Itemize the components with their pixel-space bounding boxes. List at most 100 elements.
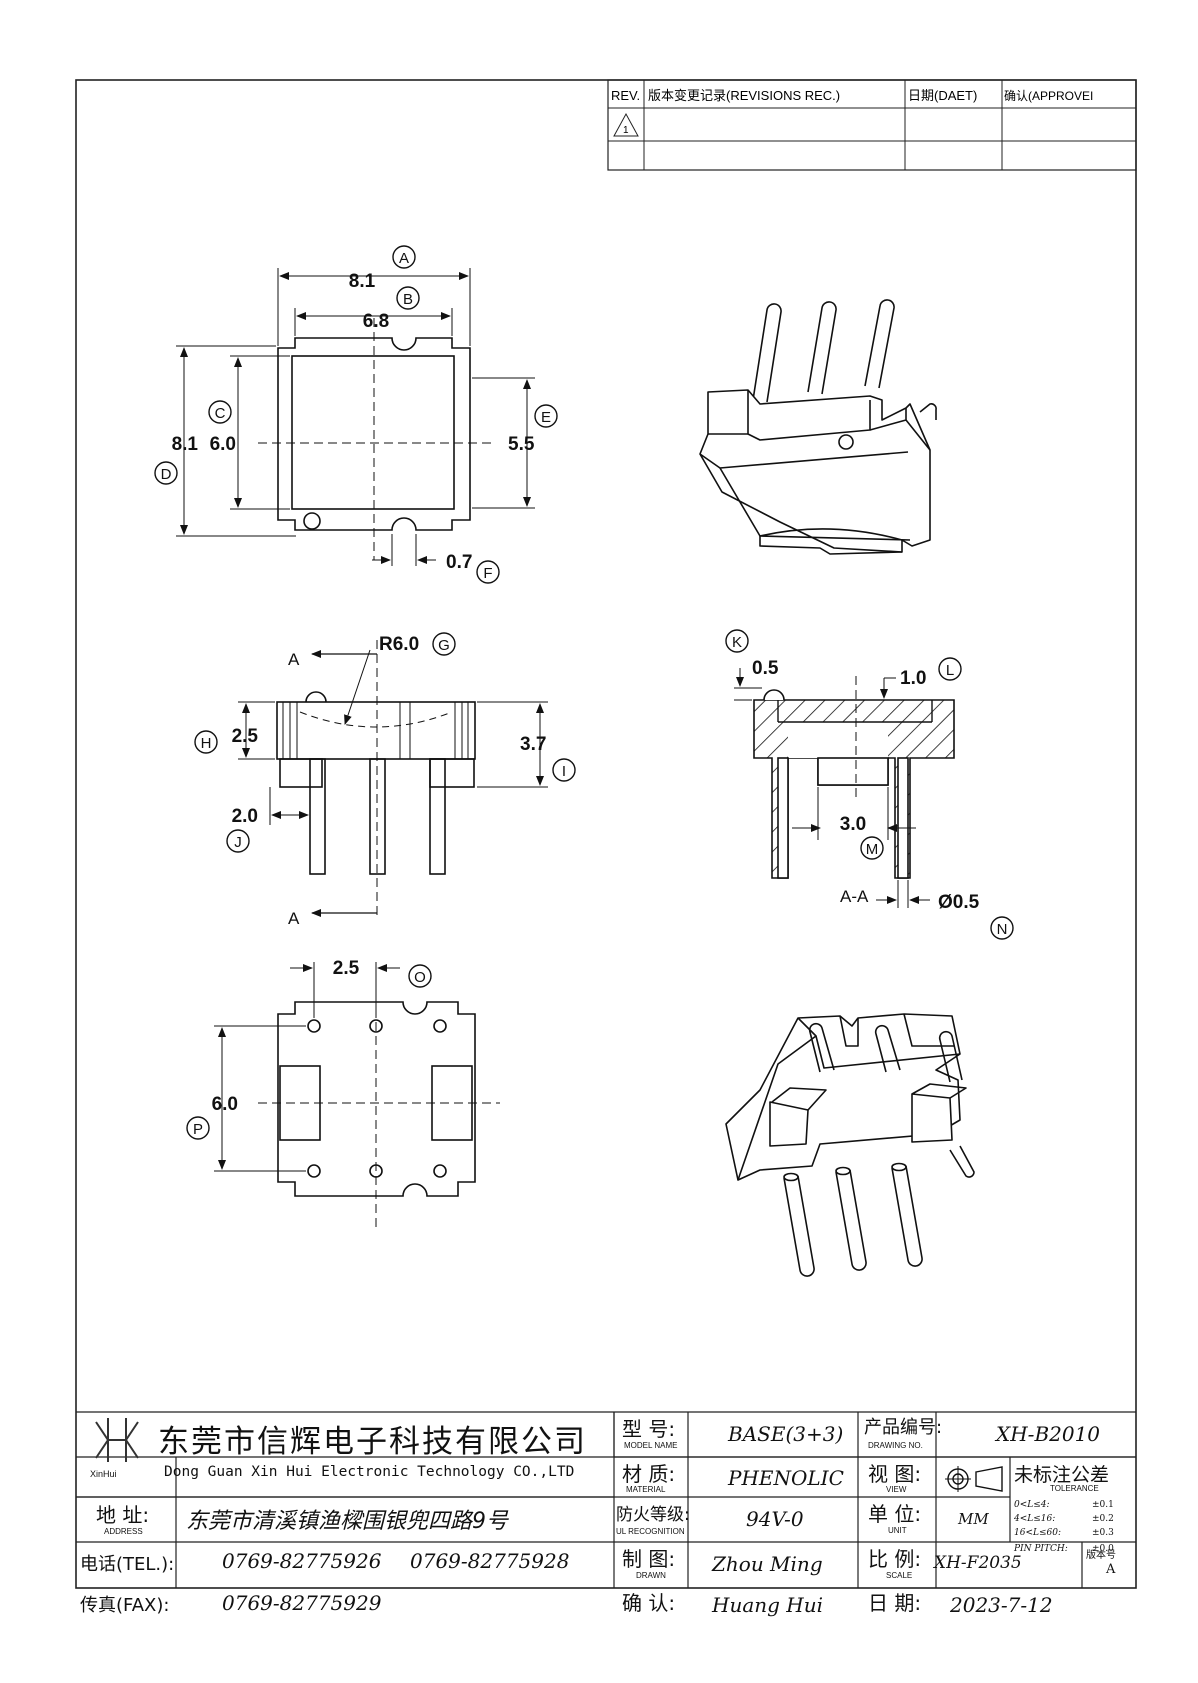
callout-i: I <box>552 758 576 782</box>
dim-b-value: 6.8 <box>363 311 389 332</box>
section-marker-top: A <box>288 650 300 669</box>
dim-f-value: 0.7 <box>446 552 472 573</box>
rev-symbol: 1 <box>623 125 629 136</box>
front-view <box>238 640 548 920</box>
tol-row-2-value: ±0.2 <box>1092 1514 1114 1524</box>
unit-value: MM <box>958 1510 989 1528</box>
callouts: A B C D E F G H I J K L M N O P <box>154 245 1014 1140</box>
tol-row-2: 4<L≤16: <box>1014 1514 1056 1524</box>
address-value: 东莞市清溪镇渔樑围银兜四路9号 <box>186 1509 508 1534</box>
drawing-no-label-en: DRAWING NO. <box>868 1441 923 1450</box>
section-label: A-A <box>840 887 869 906</box>
svg-text:L: L <box>946 662 954 679</box>
svg-text:E: E <box>541 409 551 426</box>
fax-label-row: 传真(FAX): <box>80 1595 170 1616</box>
svg-text:A: A <box>399 250 409 267</box>
sheet-border <box>75 79 1137 1589</box>
model-label-en: MODEL NAME <box>624 1441 678 1450</box>
top-view-labels: 8.1 6.8 6.0 8.1 5.5 0.7 <box>172 271 535 573</box>
tel-2: 0769-82775928 <box>410 1549 570 1573</box>
tol-row-1-value: ±0.1 <box>1092 1500 1114 1510</box>
callout-n: N <box>990 916 1014 940</box>
view-label-en: VIEW <box>886 1485 907 1494</box>
front-view-labels: R6.0 2.5 3.7 2.0 A A <box>232 634 547 928</box>
dim-g-value: R6.0 <box>379 634 419 655</box>
fax-value-row: 0769-82775929 <box>222 1591 382 1615</box>
dim-p-value: 6.0 <box>212 1094 238 1115</box>
callout-o: O <box>408 964 432 988</box>
address-label-en: ADDRESS <box>104 1527 143 1536</box>
callout-p: P <box>186 1116 210 1140</box>
tel-1: 0769-82775926 <box>222 1549 382 1573</box>
svg-text:D: D <box>161 466 172 483</box>
fire-rating-label-en: UL RECOGNITION <box>616 1527 685 1536</box>
section-view <box>734 668 955 908</box>
drawing-no-value: XH-B2010 <box>996 1422 1101 1446</box>
svg-text:C: C <box>215 405 226 422</box>
callout-a: A <box>392 245 416 269</box>
callout-l: L <box>938 657 962 681</box>
company-logo-icon <box>95 1418 139 1462</box>
rev-col-label: REV. <box>611 88 640 103</box>
iso-view-top <box>699 299 937 555</box>
tol-row-4-visible: PIN PITCH: <box>1014 1544 1068 1554</box>
dim-n-value: Ø0.5 <box>938 892 980 913</box>
dim-j-value: 2.0 <box>232 806 258 827</box>
tol-row-1: 0<L≤4: <box>1014 1500 1050 1510</box>
unit-label-en: UNIT <box>888 1526 907 1535</box>
dim-l-value: 1.0 <box>900 668 926 689</box>
scale-label-en: SCALE <box>886 1571 913 1580</box>
material-label-en: MATERIAL <box>626 1485 666 1494</box>
title-block-grid <box>76 1411 1136 1588</box>
revision-table: REV. 版本变更记录(REVISIONS REC.) 日期(DAET) 确认(… <box>607 79 1137 171</box>
model-label: 型 号: <box>622 1417 676 1441</box>
callout-f: F <box>476 560 500 584</box>
dim-i-value: 3.7 <box>520 734 546 755</box>
check-label-row: 确 认: <box>622 1591 676 1615</box>
fire-rating-value: 94V-0 <box>746 1507 804 1531</box>
svg-text:J: J <box>234 834 242 851</box>
dim-a-value: 8.1 <box>349 271 376 292</box>
revisions-col-label: 版本变更记录(REVISIONS REC.) <box>648 88 840 103</box>
dim-o-value: 2.5 <box>333 958 360 979</box>
dim-m-value: 3.0 <box>840 814 866 835</box>
tol-row-3: 16<L≤60: <box>1014 1528 1061 1538</box>
scale-label: 比 例: <box>868 1547 922 1571</box>
model-value: BASE(3+3) <box>728 1422 844 1446</box>
callout-c: C <box>208 400 232 424</box>
dim-d-value: 8.1 <box>172 434 199 455</box>
svg-text:N: N <box>997 921 1008 938</box>
tel-label: 电话(TEL.): <box>80 1554 175 1575</box>
callout-h: H <box>194 730 218 754</box>
svg-text:P: P <box>193 1121 203 1138</box>
top-view <box>176 268 535 566</box>
svg-text:M: M <box>866 841 879 858</box>
section-marker-bottom: A <box>288 909 300 928</box>
callout-e: E <box>534 404 558 428</box>
date-value-row: 2023-7-12 <box>950 1593 1053 1617</box>
drawn-label-en: DRAWN <box>636 1571 666 1580</box>
iso-view-bottom <box>725 1013 975 1277</box>
callout-d: D <box>154 461 178 485</box>
section-view-labels: 0.5 1.0 3.0 Ø0.5 A-A <box>752 658 980 913</box>
drawn-value: Zhou Ming <box>712 1552 823 1576</box>
tol-row-4-label: PIN PITCH: <box>1014 1544 1068 1554</box>
view-label: 视 图: <box>868 1462 922 1486</box>
tolerance-label-en: TOLERANCE <box>1050 1484 1099 1493</box>
bottom-view-labels: 2.5 6.0 <box>212 958 360 1115</box>
callout-k: K <box>725 629 749 653</box>
callout-b: B <box>396 286 420 310</box>
svg-text:K: K <box>732 634 742 651</box>
rev-triangle-icon <box>613 112 639 137</box>
dim-k-value: 0.5 <box>752 658 779 679</box>
tol-row-4-visible-value: ±0.0 <box>1092 1544 1114 1554</box>
callout-j: J <box>226 829 250 853</box>
unit-label: 单 位: <box>868 1502 922 1526</box>
tolerance-label: 未标注公差 <box>1014 1464 1110 1486</box>
material-value: PHENOLIC <box>728 1466 844 1490</box>
bottom-view <box>214 962 500 1232</box>
fire-rating-label: 防火等级: <box>616 1505 690 1525</box>
tol-row-3-value: ±0.3 <box>1092 1528 1114 1538</box>
company-name-cn: 东莞市信辉电子科技有限公司 <box>158 1424 587 1460</box>
